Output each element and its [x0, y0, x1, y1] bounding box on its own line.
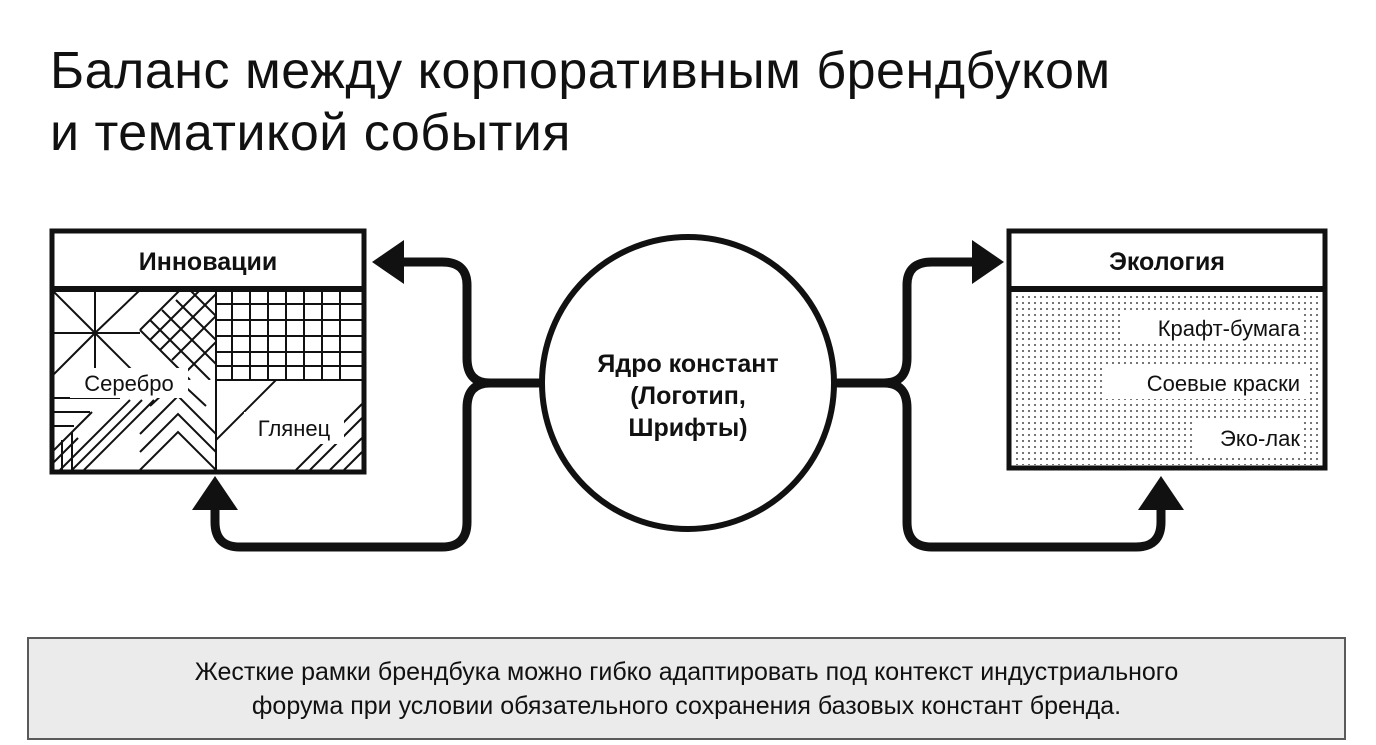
core-line-2: (Логотип,	[630, 382, 746, 410]
footer-line-1: Жесткие рамки брендбука можно гибко адап…	[194, 657, 1179, 686]
right-box-item-soy-ink: Соевые краски	[1147, 371, 1300, 396]
innovation-pattern	[52, 290, 363, 470]
arrow-head-up-left-box	[192, 476, 238, 510]
arrow-head-left-box	[372, 240, 404, 284]
arrow-head-right-box	[972, 240, 1004, 284]
right-box-item-eco-varnish: Эко-лак	[1220, 426, 1300, 451]
left-box-header: Инновации	[139, 248, 278, 276]
footer-note: Жесткие рамки брендбука можно гибко адап…	[27, 637, 1346, 740]
connector-bottom-right	[833, 378, 1166, 552]
left-box-label-gloss: Глянец	[258, 416, 331, 441]
right-box-header: Экология	[1109, 248, 1225, 276]
arrow-head-up-right-box	[1138, 476, 1184, 510]
left-box-label-silver: Серебро	[84, 371, 173, 396]
connector-top-right	[833, 257, 981, 388]
core-line-3: Шрифты)	[628, 414, 747, 442]
right-box-item-kraft: Крафт-бумага	[1158, 316, 1301, 341]
footer-line-2: форума при условии обязательного сохране…	[251, 691, 1122, 720]
page-title: Баланс между корпоративным брендбуком и …	[50, 40, 1340, 164]
right-box: Экология Крафт-бумага Соевые краски Эко-…	[1006, 228, 1328, 471]
connector-top-left	[393, 257, 543, 388]
title-line-2: и тематикой события	[50, 104, 571, 162]
left-box: Инновации	[49, 228, 367, 475]
core-circle	[539, 234, 837, 532]
title-line-1: Баланс между корпоративным брендбуком	[50, 42, 1111, 100]
core-line-1: Ядро констант	[597, 350, 778, 378]
connector-bottom-left	[210, 378, 543, 552]
